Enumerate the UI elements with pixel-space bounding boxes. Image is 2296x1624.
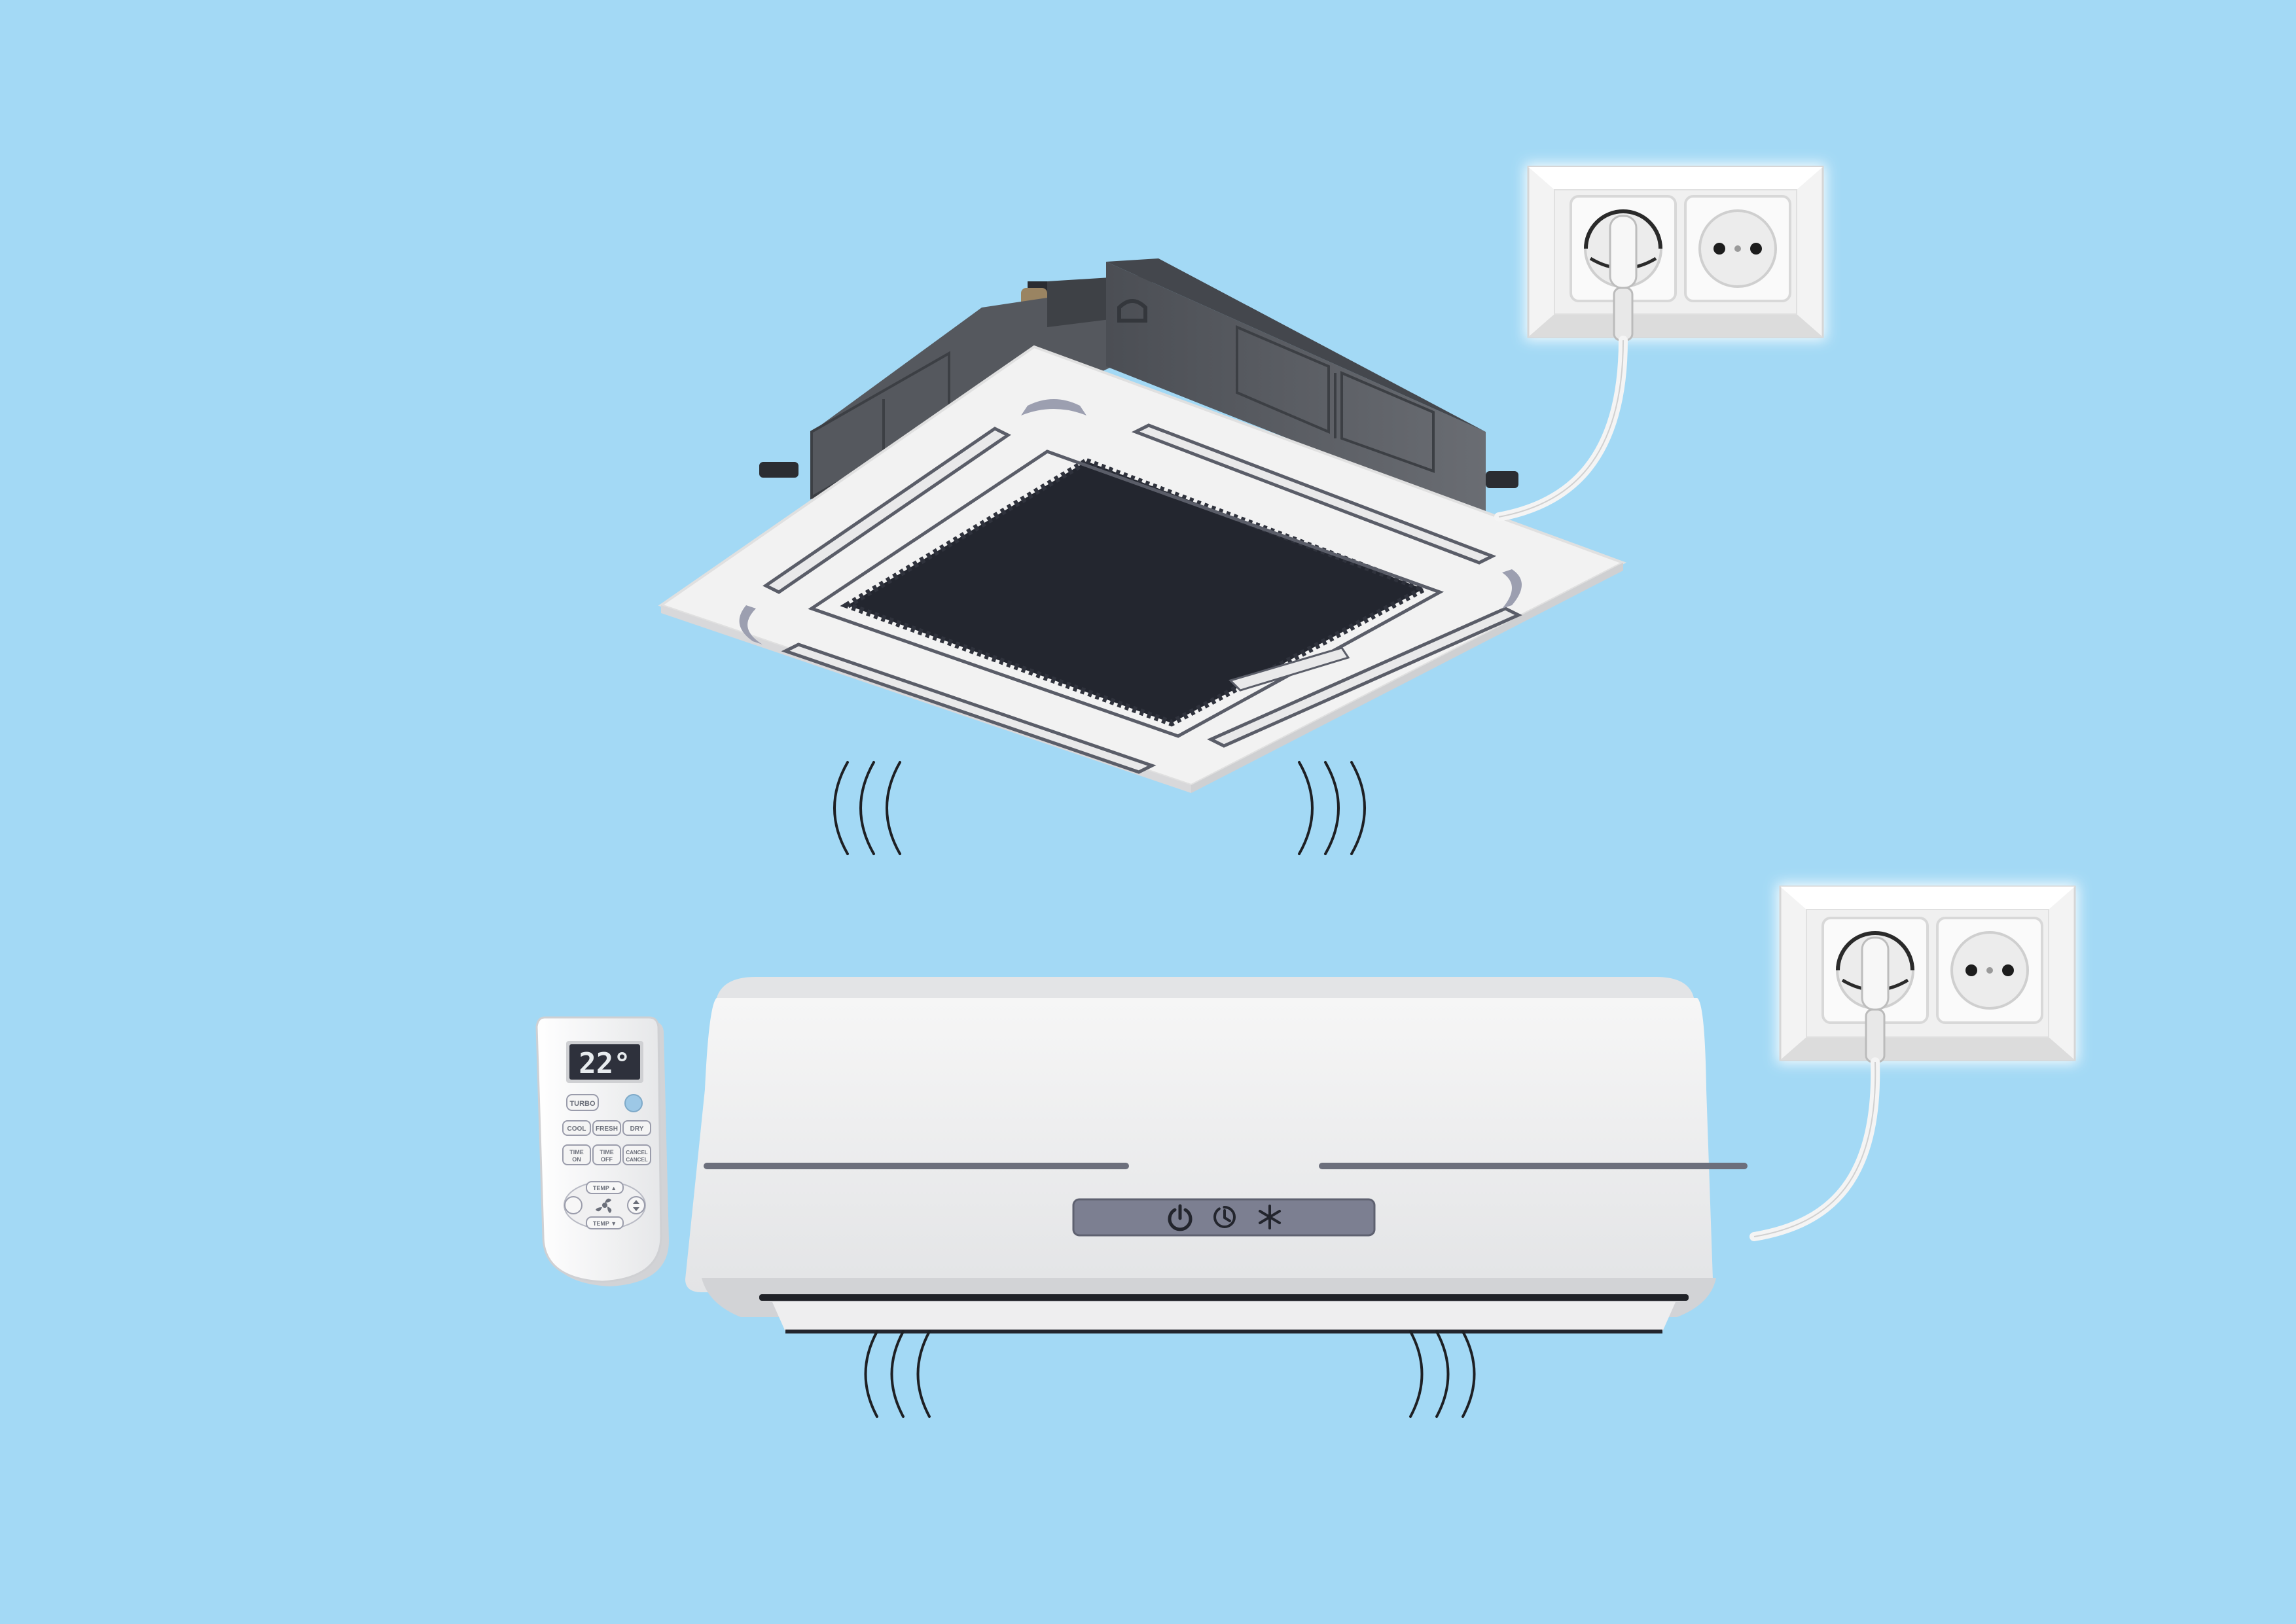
- turbo-button-label: TURBO: [569, 1100, 596, 1108]
- temp-down-button[interactable]: [586, 1216, 624, 1229]
- cool-button[interactable]: [562, 1120, 591, 1136]
- temp-up-button[interactable]: [586, 1181, 624, 1194]
- airflow-waves-cassette: [833, 761, 1366, 855]
- remote-control: 22° TURBO COOL FRESH DRY TIME ON TIME OF…: [535, 1016, 669, 1286]
- front-trim-left: [704, 1163, 1129, 1169]
- turbo-button[interactable]: [566, 1094, 599, 1111]
- cassette-intake-grille: [840, 457, 1432, 727]
- swing-icon: [633, 1200, 639, 1211]
- cassette-corner-caps: [739, 399, 1522, 644]
- fresh-button[interactable]: [592, 1120, 621, 1136]
- front-trim-right: [1319, 1163, 1748, 1169]
- split-ac-unit: [685, 977, 1748, 1333]
- swing-right-button[interactable]: [627, 1196, 645, 1214]
- power-icon: [1168, 1204, 1193, 1231]
- cool-button-label: COOL: [567, 1125, 586, 1133]
- cassette-ac-unit: [658, 258, 1626, 793]
- power-cord-lower: [1749, 1057, 1880, 1241]
- wall-outlet-upper: [1494, 164, 1826, 521]
- dry-button-label: DRY: [630, 1125, 644, 1133]
- cancel-label-bottom: CANCEL: [626, 1157, 647, 1163]
- cancel-button[interactable]: [622, 1144, 651, 1165]
- snowflake-icon: [1259, 1205, 1281, 1229]
- time-on-button[interactable]: [562, 1144, 591, 1165]
- plug-icon: [1836, 931, 1914, 1063]
- remote-power-button[interactable]: [624, 1094, 643, 1112]
- remote-display: [569, 1044, 640, 1080]
- time-on-label-bottom: ON: [572, 1156, 581, 1163]
- plug-icon: [1584, 209, 1662, 342]
- time-off-label-bottom: OFF: [601, 1156, 613, 1163]
- time-off-label-top: TIME: [600, 1149, 614, 1156]
- socket-icon: [1936, 917, 2043, 1024]
- wall-outlet-lower: [1749, 883, 2078, 1241]
- timer-icon: [1213, 1206, 1236, 1228]
- fresh-button-label: FRESH: [596, 1125, 618, 1133]
- dry-button[interactable]: [622, 1120, 651, 1136]
- remote-temperature-readout: 22°: [579, 1047, 630, 1080]
- temp-up-label: TEMP ▲: [593, 1185, 617, 1192]
- temp-down-label: TEMP ▼: [593, 1220, 617, 1227]
- cancel-label-top: CANCEL: [626, 1150, 647, 1156]
- airflow-waves-split: [864, 1330, 1476, 1418]
- socket-icon: [1684, 195, 1791, 302]
- power-cord-upper: [1494, 336, 1628, 521]
- split-ac-body: [685, 998, 1713, 1292]
- time-on-label-top: TIME: [569, 1149, 584, 1156]
- fan-icon[interactable]: [596, 1198, 612, 1213]
- time-off-button[interactable]: [592, 1144, 621, 1165]
- mode-left-button[interactable]: [564, 1196, 583, 1214]
- cassette-louvres: [762, 423, 1522, 774]
